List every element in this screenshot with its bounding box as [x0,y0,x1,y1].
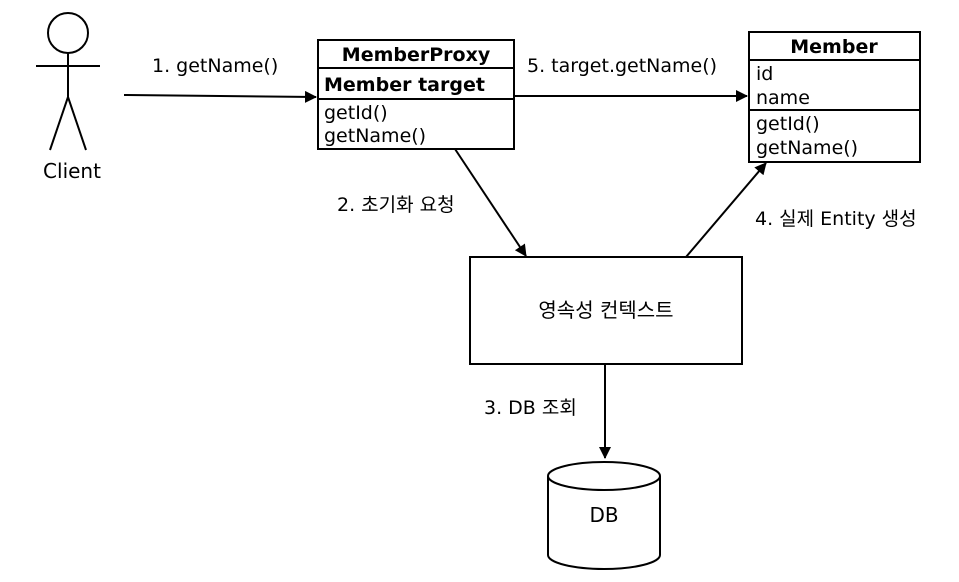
persistence-context-box: 영속성 컨텍스트 [469,256,743,365]
member-field-name: name [756,87,810,109]
member-method-getid: getId() [756,113,820,135]
edge-label-create-entity: 4. 실제 Entity 생성 [755,208,917,230]
member-proxy-title: MemberProxy [342,44,491,66]
edge-label-db-query: 3. DB 조회 [484,397,577,419]
member-proxy-method-getid: getId() [324,102,388,124]
client-label: Client [43,159,101,183]
edge-client-to-proxy [123,90,317,103]
edge-label-target-get-name: 5. target.getName() [527,55,717,77]
edge-context-to-member [685,162,767,258]
edge-proxy-to-context [454,148,527,257]
database-icon: DB [547,461,661,570]
edge-label-init-request: 2. 초기화 요청 [337,194,455,216]
member-field-id: id [756,63,773,85]
client-actor-icon [36,12,100,151]
db-label: DB [589,503,618,527]
member-proxy-field-target: Member target [324,74,485,96]
member-title: Member [790,36,878,58]
edge-label-get-name: 1. getName() [152,55,278,77]
member-method-getname: getName() [756,137,858,159]
member-proxy-class: MemberProxy Member target getId() getNam… [317,39,515,150]
member-proxy-method-getname: getName() [324,125,426,147]
persistence-context-label: 영속성 컨텍스트 [538,298,673,322]
member-class: Member id name getId() getName() [748,31,921,163]
